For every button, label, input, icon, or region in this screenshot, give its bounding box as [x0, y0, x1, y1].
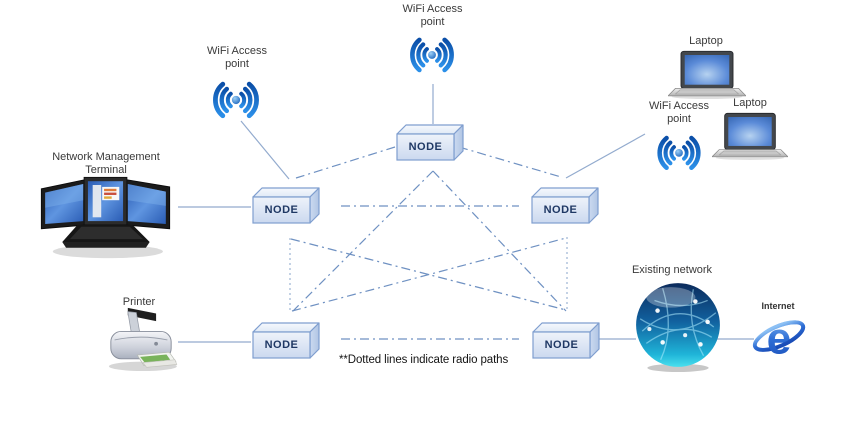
node-bottom-left: NODE	[250, 321, 320, 359]
node-box-icon	[252, 187, 320, 224]
internet-label: Internet	[761, 301, 795, 311]
link-wifi_right-node_right	[565, 133, 646, 179]
node-left: NODE	[250, 186, 320, 224]
laptop-bottom-label: Laptop	[733, 97, 767, 109]
wifi-top-label: WiFi Access point	[402, 3, 463, 28]
node-label: NODE	[264, 339, 299, 351]
node-label: NODE	[408, 141, 443, 153]
node-right: NODE	[529, 186, 599, 224]
workstation-icon	[40, 176, 171, 259]
link-node_top-node_right	[458, 146, 562, 178]
internet-explorer-icon: e	[752, 315, 806, 364]
laptop-icon	[712, 112, 788, 160]
printer-label: Printer	[122, 296, 156, 308]
existing-network-label: Existing network	[631, 264, 713, 276]
printer-icon	[108, 307, 178, 372]
node-label: NODE	[264, 204, 299, 216]
laptop-icon	[668, 50, 746, 99]
wifi-right-label: WiFi Access point	[649, 100, 709, 125]
wifi-left-label: WiFi Access point	[207, 45, 267, 70]
link-node_top-node_left	[295, 146, 396, 179]
node-bottom-right: NODE	[530, 321, 600, 359]
link-wifi_left-node_left	[240, 120, 290, 180]
node-box-icon	[252, 322, 320, 359]
wifi-icon	[213, 81, 259, 119]
node-top: NODE	[394, 123, 464, 161]
link-node_bottom_left-node_right	[291, 237, 567, 312]
link-node_top-node_bottom_left	[292, 170, 434, 312]
wifi-icon	[657, 135, 701, 170]
globe-icon	[636, 283, 720, 372]
node-box-icon	[532, 322, 600, 359]
wifi-icon	[410, 37, 454, 73]
node-label: NODE	[543, 204, 578, 216]
radio-paths-footnote: **Dotted lines indicate radio paths	[339, 354, 509, 366]
node-box-icon	[531, 187, 599, 224]
link-node_top-node_bottom_right	[432, 170, 567, 312]
laptop-top-label: Laptop	[689, 35, 723, 47]
node-label: NODE	[544, 339, 579, 351]
node-box-icon	[396, 124, 464, 161]
link-node_left-node_bottom_right	[290, 238, 567, 311]
nmt-label: Network Management Terminal	[52, 151, 160, 176]
